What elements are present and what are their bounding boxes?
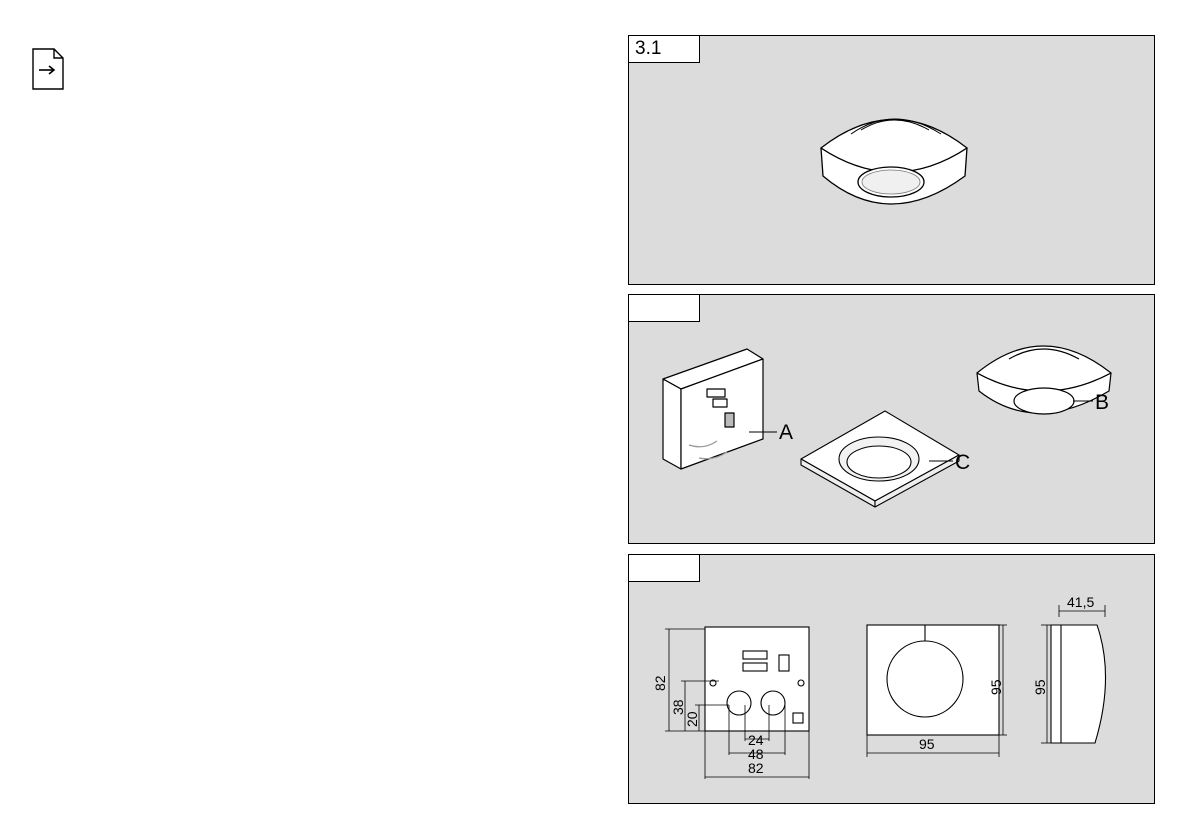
dim-side-height: 95 — [1032, 679, 1048, 695]
dim-cover-width: 95 — [919, 736, 935, 752]
figure-panel-3-3: 82 38 20 24 48 82 95 95 — [628, 554, 1155, 804]
components-illustration: A C B — [629, 295, 1155, 544]
side-view — [1051, 625, 1106, 743]
part-label-c: C — [955, 451, 970, 474]
cover-front-view — [867, 625, 999, 735]
sensor-illustration — [629, 36, 1155, 285]
document-arrow-icon — [32, 48, 64, 90]
dimension-drawings: 82 38 20 24 48 82 95 95 — [629, 555, 1155, 804]
dim-base-height: 82 — [652, 675, 668, 691]
dim-base-width: 82 — [748, 760, 764, 776]
dim-side-depth: 41,5 — [1067, 594, 1094, 610]
figure-panel-3-2: A C B — [628, 294, 1155, 544]
base-front-view — [705, 627, 809, 731]
figure-panel-3-1: 3.1 — [628, 35, 1155, 285]
mounting-plate-part-c — [801, 411, 959, 507]
part-label-a: A — [779, 421, 793, 444]
part-label-b: B — [1095, 391, 1109, 414]
base-box-part-a — [663, 349, 763, 469]
dim-hole-offset-20: 20 — [684, 711, 700, 727]
dim-cover-height: 95 — [988, 679, 1004, 695]
